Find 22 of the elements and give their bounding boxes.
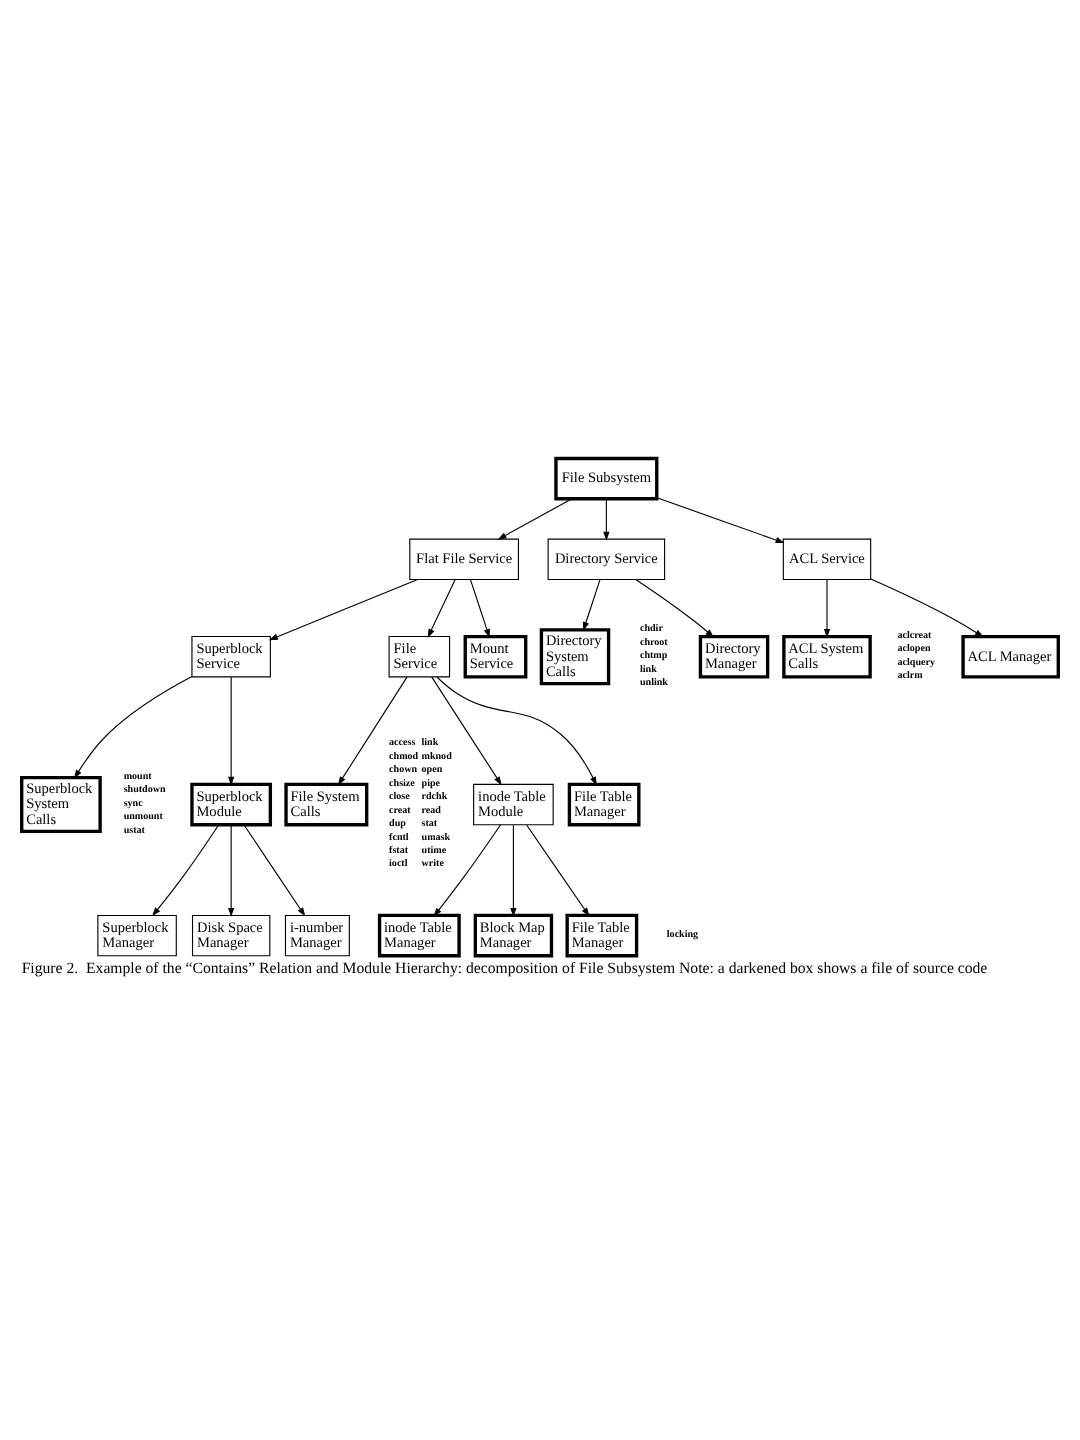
- arrow: [436, 676, 597, 786]
- arrow: [243, 824, 306, 917]
- caption: Figure 2. Example of the “Contains” Relation and Module Hierarchy: decomposition of File Subsystem Note: a darkened box shows a file of source code: [21, 958, 988, 977]
- arrow: [427, 579, 456, 638]
- arrow: [510, 824, 517, 917]
- arrow: [582, 579, 601, 632]
- arrow: [469, 579, 490, 638]
- arrow: [152, 824, 220, 917]
- arrow: [228, 824, 235, 917]
- arrow: [635, 579, 715, 638]
- arrow: [656, 497, 785, 544]
- arrow: [228, 676, 235, 786]
- arrow: [870, 578, 984, 638]
- arrow: [526, 824, 590, 917]
- arrow: [74, 676, 193, 779]
- arrow: [268, 579, 418, 641]
- arrow: [433, 824, 502, 917]
- arrow: [823, 579, 831, 639]
- arrow: [603, 498, 610, 541]
- arrow: [431, 676, 502, 786]
- arrow: [337, 676, 408, 786]
- arrow: [497, 498, 573, 540]
